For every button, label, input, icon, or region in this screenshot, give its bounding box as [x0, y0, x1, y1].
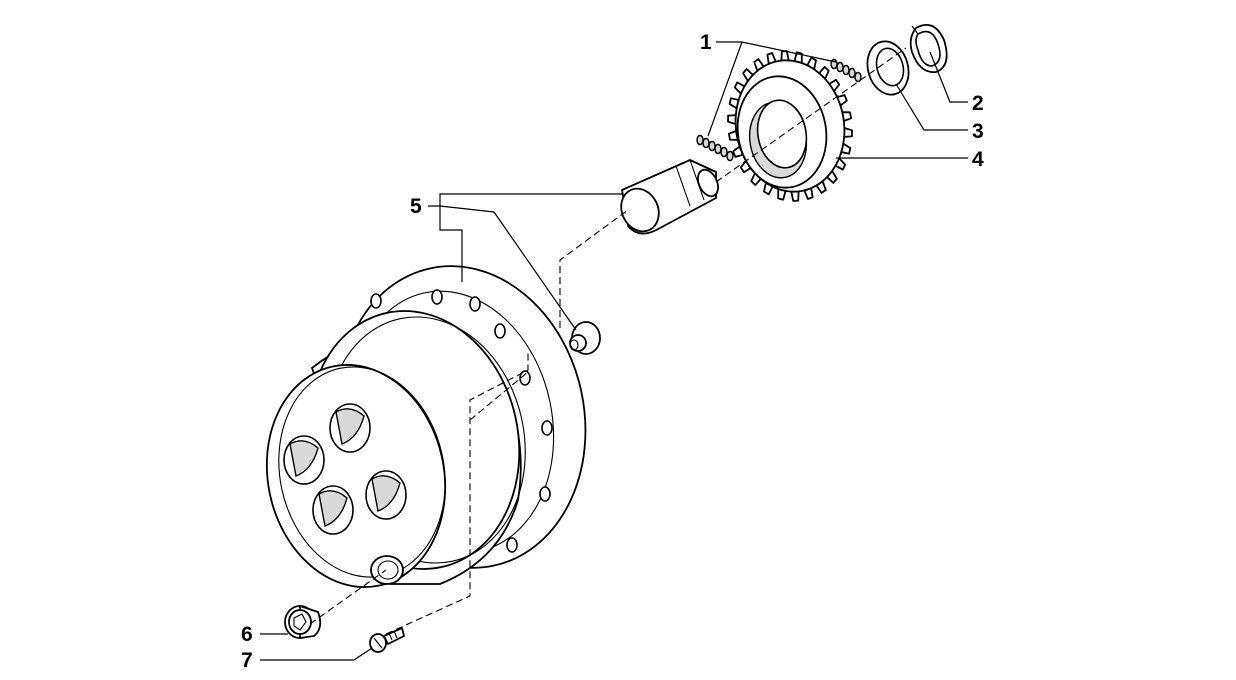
hub-carrier — [265, 265, 587, 588]
snap-ring — [909, 24, 948, 74]
callout-labels: 1 2 3 4 5 6 7 — [241, 31, 984, 672]
callout-6: 6 — [241, 623, 253, 646]
callout-3: 3 — [972, 120, 984, 143]
leader-lines — [260, 41, 968, 661]
thrust-washer — [866, 40, 910, 96]
gear-tooth — [780, 50, 790, 62]
assembly-axis-lines — [309, 47, 907, 635]
pin — [620, 159, 719, 235]
flange-bolt-holes — [370, 289, 553, 553]
callout-7: 7 — [241, 649, 253, 672]
callout-1: 1 — [700, 31, 712, 54]
callout-4: 4 — [972, 148, 984, 171]
callout-5: 5 — [410, 195, 422, 218]
callout-2: 2 — [972, 92, 984, 115]
countersunk-screw — [369, 627, 405, 653]
pinion-bores — [283, 403, 407, 535]
drain-plug — [284, 605, 322, 639]
locating-bush — [569, 321, 601, 355]
planetary-gear — [727, 50, 853, 202]
needle-roller-set-upper — [830, 58, 862, 83]
gear-tooth — [790, 190, 800, 202]
needle-roller-set-lower — [696, 134, 734, 162]
